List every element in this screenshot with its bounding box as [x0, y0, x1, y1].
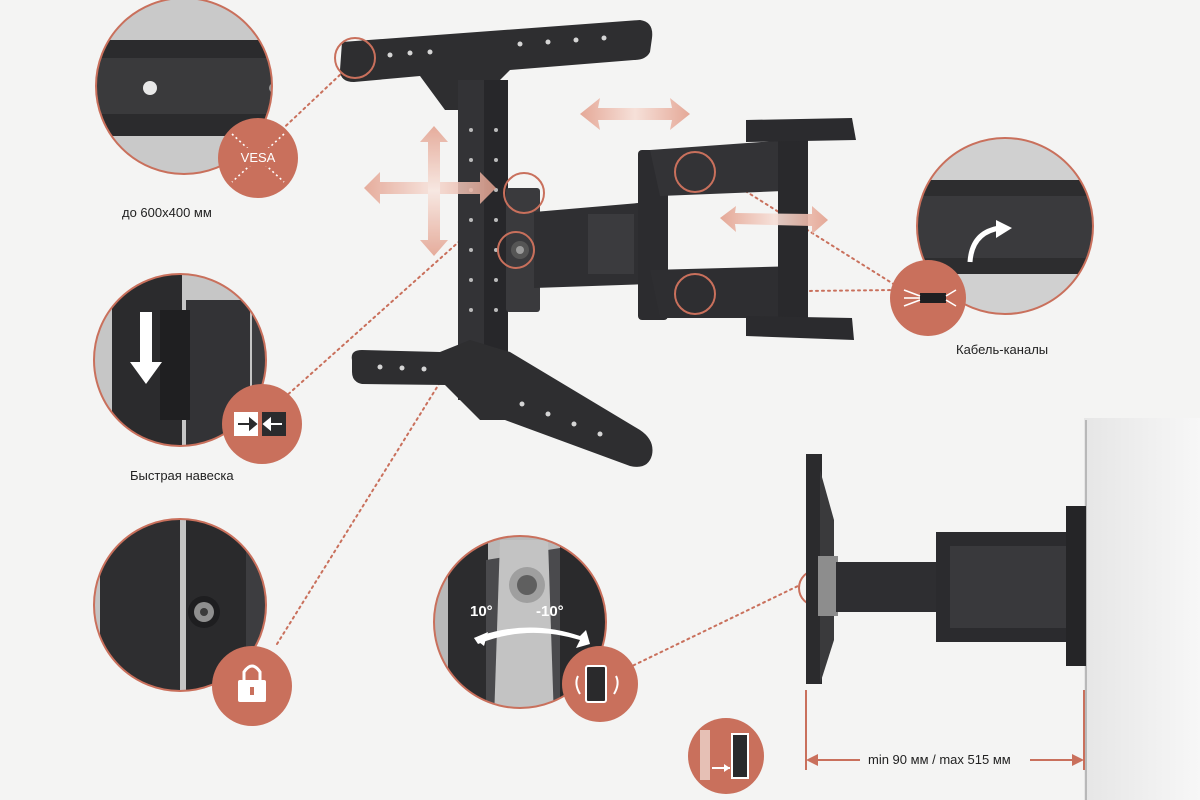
tilt-badge	[562, 646, 638, 722]
main-bracket	[334, 20, 856, 607]
dimension-lines	[805, 690, 1085, 770]
arm-second-bottom	[650, 266, 808, 318]
cable-badge	[890, 260, 966, 336]
top-rail-holes	[387, 35, 607, 58]
lock-badge	[212, 646, 292, 726]
depth-badge	[688, 718, 764, 794]
vesa-caption: до 600x400 мм	[122, 205, 212, 220]
quick-hang-inset	[93, 273, 267, 447]
tilt-left-angle: 10°	[470, 603, 493, 620]
quick-hang-badge	[222, 384, 302, 464]
wall-plate-top	[746, 118, 856, 142]
wall-plate	[778, 130, 808, 330]
extend-arrow	[720, 206, 828, 234]
tilt-right-angle: -10°	[536, 603, 564, 620]
quick-hang-caption: Быстрая навеска	[130, 468, 234, 483]
vesa-inset	[95, 0, 273, 175]
depth-caption: min 90 мм / max 515 мм	[868, 752, 1011, 767]
vesa-badge-label: VESA	[241, 150, 276, 165]
swivel-arrow	[580, 98, 690, 130]
rotate-arrows	[364, 126, 496, 256]
wall-plate-bottom	[746, 316, 854, 340]
bottom-rail-holes	[377, 364, 603, 437]
bottom-rail	[351, 340, 653, 467]
arm-second-top	[650, 140, 808, 196]
tv-profile	[806, 454, 822, 684]
cable-channels-caption: Кабель-каналы	[956, 342, 1049, 357]
side-view	[805, 418, 1200, 800]
vesa-badge: VESA	[218, 118, 298, 198]
wall	[1084, 418, 1200, 800]
cable-inset	[916, 137, 1094, 315]
top-rail	[340, 20, 653, 110]
